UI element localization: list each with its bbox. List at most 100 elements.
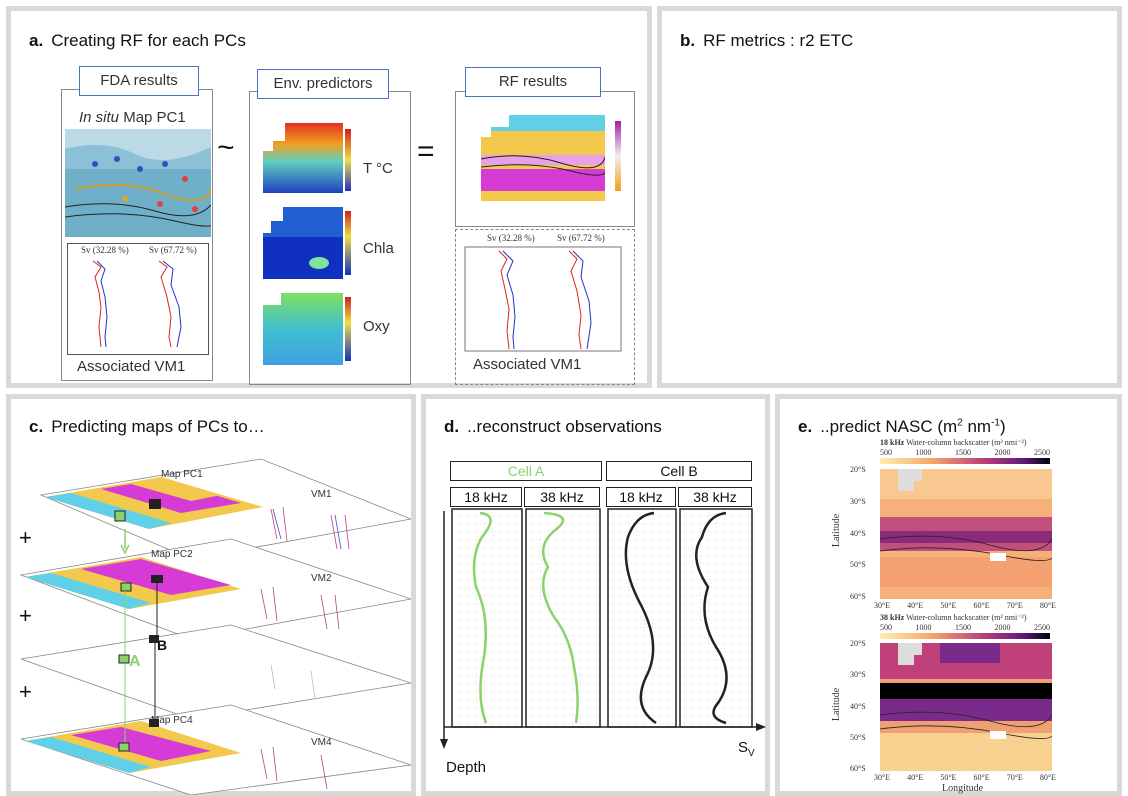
panel-d-letter: d. <box>444 417 460 436</box>
map2-title-bold: 38 kHz <box>880 613 905 622</box>
env-temp-label: T °C <box>363 160 393 177</box>
map1-tick-3: 2000 <box>994 448 1011 457</box>
panel-e-letter: e. <box>798 417 813 436</box>
sv-sub: V <box>748 748 755 759</box>
panel-c-title-text: Predicting maps of PCs to… <box>51 417 265 436</box>
map1-legend-ticks: 500 1000 1500 2000 2500 <box>880 449 1050 457</box>
map2-lat-4: 60°S <box>850 764 866 773</box>
env-chla-map <box>263 207 343 279</box>
panel-d-title: d. ..reconstruct observations <box>444 417 662 437</box>
map1-tick-4: 2500 <box>1034 448 1050 457</box>
map1-lon-5: 80°E <box>1039 601 1056 610</box>
plus-sign-1: + <box>19 525 32 550</box>
tilde-sign: ~ <box>217 131 235 164</box>
panel-e-sup1: 2 <box>957 417 963 429</box>
map-xlabel: Longitude <box>942 783 984 794</box>
map2-lon-5: 80°E <box>1039 773 1056 782</box>
curve-b18 <box>624 511 657 725</box>
map1-title-bold: 18 kHz <box>880 438 905 447</box>
map2-lat-3: 50°S <box>850 732 866 742</box>
map1-tick-1: 1000 <box>915 448 932 457</box>
map2-tick-1: 1000 <box>915 623 932 632</box>
insitu-italic: In situ <box>79 109 120 126</box>
map2-title-rest: Water-column backscatter (m² nmi⁻²) <box>904 613 1027 622</box>
map1-ylabel: Latitude <box>831 513 843 548</box>
map1-lon-4: 70°E <box>1006 601 1023 610</box>
map1-lon-2: 50°E <box>940 601 957 610</box>
stacked-maps: Map PC1 VM1 Map PC2 VM2 Map PC4 VM <box>19 458 411 795</box>
map2-lat-2: 40°S <box>850 701 866 711</box>
panel-d: d. ..reconstruct observations Cell A Cell… <box>421 394 770 796</box>
map2-tick-4: 2500 <box>1034 623 1050 632</box>
curve-b38 <box>695 511 728 725</box>
panel-e-title-mid: nm <box>962 417 992 436</box>
panel-a-title: a. Creating RF for each PCs <box>29 31 246 51</box>
map2-legend <box>880 633 1050 639</box>
sv-axis-label: SV <box>738 739 755 759</box>
fda-assoc-label: Associated VM1 <box>77 358 186 375</box>
insitu-map <box>65 129 211 237</box>
cell-b-header: Cell B <box>606 461 752 481</box>
env-oxy-map <box>263 293 343 365</box>
map2 <box>880 643 1052 771</box>
panel-a-letter: a. <box>29 31 44 50</box>
point-b-label: B <box>157 637 168 653</box>
freq-a18: 18 kHz <box>450 487 522 507</box>
curve-a38 <box>541 511 579 724</box>
map2-tick-0: 500 <box>880 623 892 632</box>
sv-letter: S <box>738 739 749 756</box>
panel-a-title-text: Creating RF for each PCs <box>51 31 246 50</box>
map1-tick-2: 1500 <box>955 448 971 457</box>
fda-label: FDA results <box>79 66 199 96</box>
map2-legend-ticks: 500 1000 1500 2000 2500 <box>880 624 1050 632</box>
map1-lon-3: 60°E <box>973 601 990 610</box>
map2-lon-4: 70°E <box>1006 773 1023 782</box>
map1-tick-0: 500 <box>880 448 892 457</box>
layer-pc4: Map PC4 VM4 <box>20 704 411 795</box>
panel-e: e...predict NASC (m2 nm-1) 18 kHz Water-… <box>775 394 1122 796</box>
layer-pc1: Map PC1 VM1 <box>39 458 411 560</box>
env-oxy-colorbar <box>345 297 351 361</box>
map1-legend <box>880 458 1050 464</box>
map2-lon-3: 60°E <box>973 773 990 782</box>
freq-a38: 38 kHz <box>524 487 600 507</box>
depth-label: Depth <box>446 759 487 776</box>
freq-b18: 18 kHz <box>606 487 676 507</box>
env-chla-label: Chla <box>363 240 394 257</box>
panel-c-letter: c. <box>29 417 44 436</box>
cell-a-header: Cell A <box>450 461 602 481</box>
map1 <box>880 469 1052 599</box>
env-temp-map <box>263 123 343 193</box>
panel-c-title: c. Predicting maps of PCs to… <box>29 417 265 437</box>
env-temp-colorbar <box>345 129 351 191</box>
map1-lon-1: 40°E <box>907 601 924 610</box>
env-label: Env. predictors <box>257 69 389 99</box>
panel-b-letter: b. <box>680 31 696 50</box>
map2-lon-1: 40°E <box>907 773 924 782</box>
panel-d-title-text: ..reconstruct observations <box>467 417 662 436</box>
point-a-label: A <box>129 653 141 670</box>
map1-title-rest: Water-column backscatter (m² nmi⁻²) <box>904 438 1027 447</box>
map1-lat-0: 20°S <box>850 465 866 474</box>
map2-tick-2: 1500 <box>955 623 971 632</box>
map1-lat-1: 30°S <box>850 496 866 506</box>
plus-sign-3: + <box>19 679 32 704</box>
map2-tick-3: 2000 <box>994 623 1011 632</box>
insitu-rest: Map PC1 <box>119 109 186 126</box>
fda-profiles-frame <box>67 243 209 355</box>
panel-a: a. Creating RF for each PCs FDA results I… <box>6 6 652 388</box>
map2-lon-2: 50°E <box>940 773 957 782</box>
env-oxy-label: Oxy <box>363 318 390 335</box>
layer-pc2: Map PC2 VM2 <box>19 538 411 640</box>
equals-sign: = <box>417 135 435 168</box>
panel-e-title: e...predict NASC (m2 nm-1) <box>798 417 1006 437</box>
map1-title: 18 kHz Water-column backscatter (m² nmi⁻… <box>880 438 1026 447</box>
map1-lon-0: 30°E <box>874 601 891 610</box>
cell-a-marker-1 <box>114 510 126 522</box>
rf-profiles <box>464 246 622 352</box>
vm2-label: VM2 <box>311 573 332 584</box>
rf-label: RF results <box>465 67 601 97</box>
